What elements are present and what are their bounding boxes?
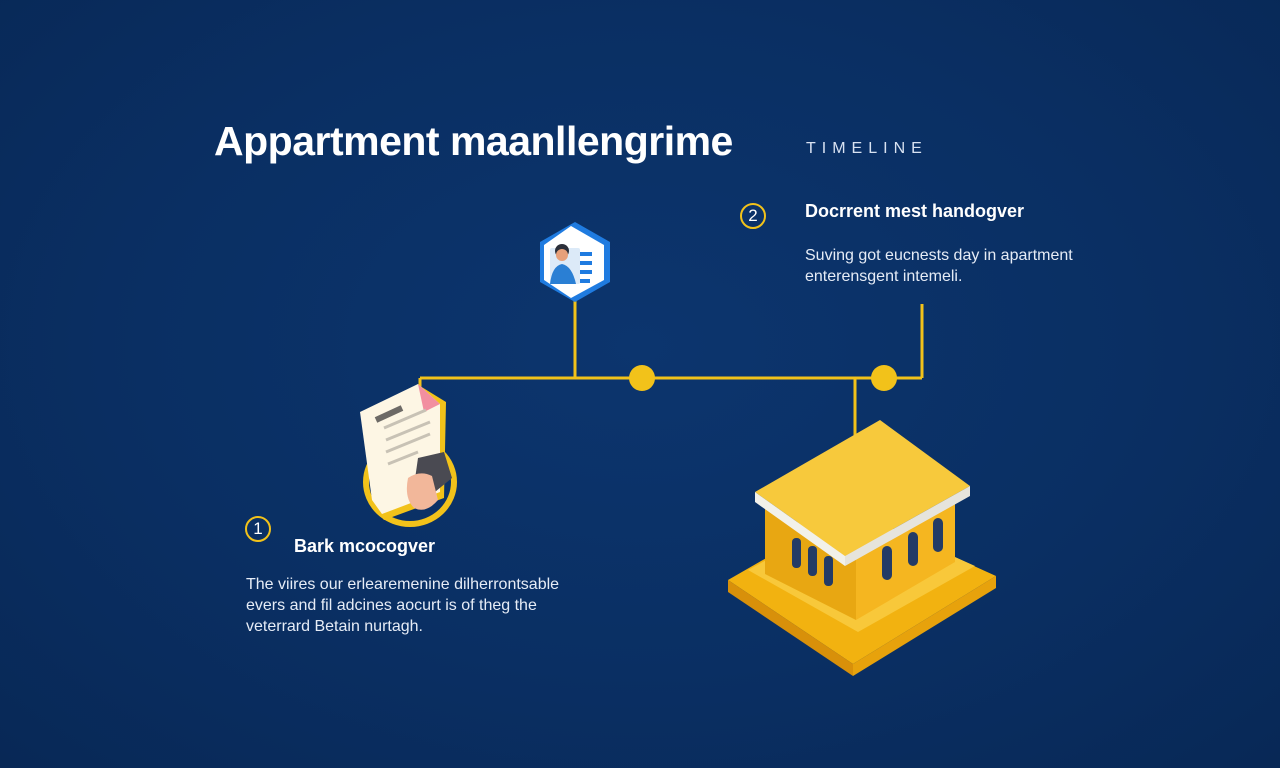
step-1-description: The viires our erlearemenine dilherronts… xyxy=(246,574,559,637)
step-1-title: Bark mcocogver xyxy=(294,536,436,556)
step-1-line: veterrard Betain nurtagh. xyxy=(246,618,423,635)
timeline-node xyxy=(871,365,897,391)
step-2-number: 2 xyxy=(740,203,766,229)
document-hand-icon xyxy=(360,384,457,527)
step-2-line: Suving got eucnests day in apartment xyxy=(805,247,1073,264)
page-title: Appartment maanllengrime xyxy=(214,118,733,164)
page-subtitle: TIMELINE xyxy=(806,140,928,157)
step-2-description: Suving got eucnests day in apartment ent… xyxy=(805,245,1073,287)
step-1-number: 1 xyxy=(245,516,271,542)
step-1-line: The viires our erlearemenine dilherronts… xyxy=(246,576,560,593)
building-icon xyxy=(728,420,996,676)
step-2-title: Docrrent mest handogver xyxy=(805,201,1025,221)
timeline-connectors xyxy=(418,298,924,438)
timeline-node xyxy=(629,365,655,391)
step-1-line: evers and fil adcines aocurt is of theg … xyxy=(246,597,537,614)
step-2-line: enterensgent intemeli. xyxy=(805,268,963,285)
profile-card-icon xyxy=(540,222,610,302)
